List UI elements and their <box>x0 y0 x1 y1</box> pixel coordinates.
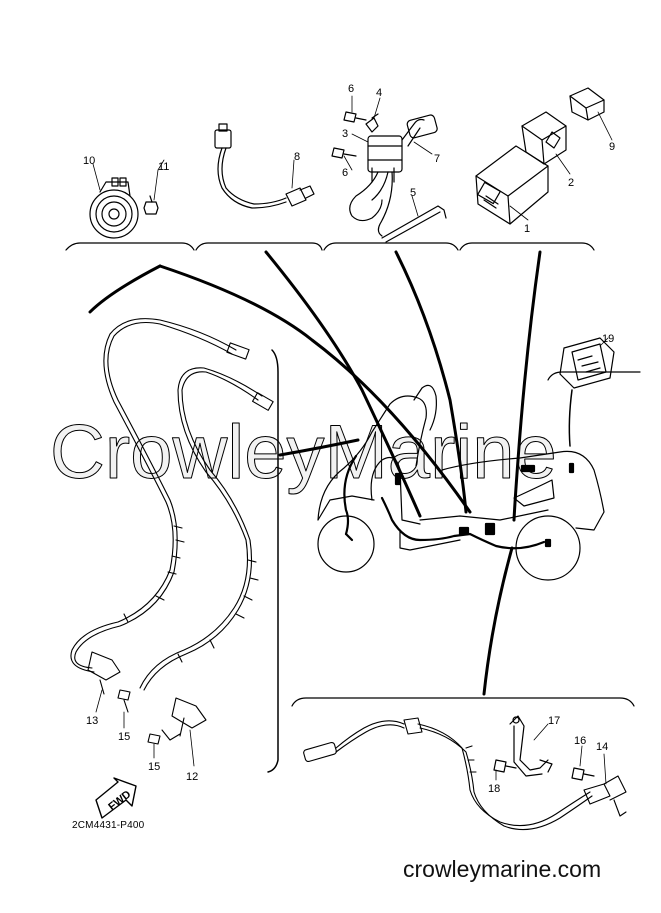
leader-line <box>278 438 360 457</box>
bolt-part-6a <box>343 111 367 123</box>
bolt-part-18 <box>493 759 517 773</box>
callout-9: 9 <box>609 141 615 153</box>
clip-part-4 <box>365 113 379 133</box>
callout-15b: 15 <box>148 761 160 773</box>
bolt-part-6b <box>331 147 357 159</box>
leader-line <box>264 250 422 518</box>
panel-divider <box>267 349 279 773</box>
connector-part-9 <box>569 87 605 121</box>
sensor-part-8 <box>214 123 315 209</box>
callout-13: 13 <box>86 715 98 727</box>
callout-2: 2 <box>568 177 574 189</box>
website-label: crowleymarine.com <box>403 856 602 882</box>
callout-6a: 6 <box>348 83 354 95</box>
diagram-code: 2CM4431-P400 <box>72 820 145 831</box>
group-bracket-coil <box>323 242 459 251</box>
leader-line <box>158 264 472 514</box>
callout-15a: 15 <box>118 731 130 743</box>
callout-14: 14 <box>596 741 608 753</box>
callout-17: 17 <box>548 715 560 727</box>
group-bracket-bottom <box>291 697 635 707</box>
reflector-part-19 <box>559 337 615 389</box>
leader-line <box>394 250 468 514</box>
fwd-arrow-icon <box>95 777 137 819</box>
leader-line <box>568 389 573 447</box>
o2-sensor-wire-part-14 <box>303 717 627 831</box>
callout-7: 7 <box>434 153 440 165</box>
callout-16: 16 <box>574 735 586 747</box>
bolt-part-16 <box>571 767 595 781</box>
group-bracket-right <box>547 371 641 381</box>
callout-12: 12 <box>186 771 198 783</box>
bracket-part-5 <box>381 205 447 243</box>
leader-line <box>88 264 162 314</box>
callout-10: 10 <box>83 155 95 167</box>
bolt-part-11 <box>143 195 159 215</box>
callout-18: 18 <box>488 783 500 795</box>
horn-part <box>89 177 139 239</box>
callout-8: 8 <box>294 151 300 163</box>
group-bracket-ecu <box>459 242 595 251</box>
callout-1: 1 <box>524 223 530 235</box>
group-bracket-horn <box>65 242 195 251</box>
callout-5: 5 <box>410 187 416 199</box>
callout-11: 11 <box>158 161 169 173</box>
rear-wheel-sensor-cable <box>139 367 274 745</box>
group-bracket-sensor <box>195 242 323 251</box>
ignition-coil-part-3 <box>349 114 438 237</box>
callout-4: 4 <box>376 87 382 99</box>
ecu-part-1 <box>475 145 549 225</box>
leader-line <box>482 546 514 696</box>
scooter-silhouette <box>317 384 605 581</box>
callout-19: 19 <box>602 333 614 345</box>
bracket-part-17 <box>509 715 553 777</box>
scooter-wiring <box>343 454 575 550</box>
front-wheel-sensor-cable <box>70 318 250 713</box>
callout-3: 3 <box>342 128 348 140</box>
callout-6b: 6 <box>342 167 348 179</box>
watermark: CrowleyMarine <box>50 410 557 495</box>
relay-part-2 <box>521 111 567 165</box>
